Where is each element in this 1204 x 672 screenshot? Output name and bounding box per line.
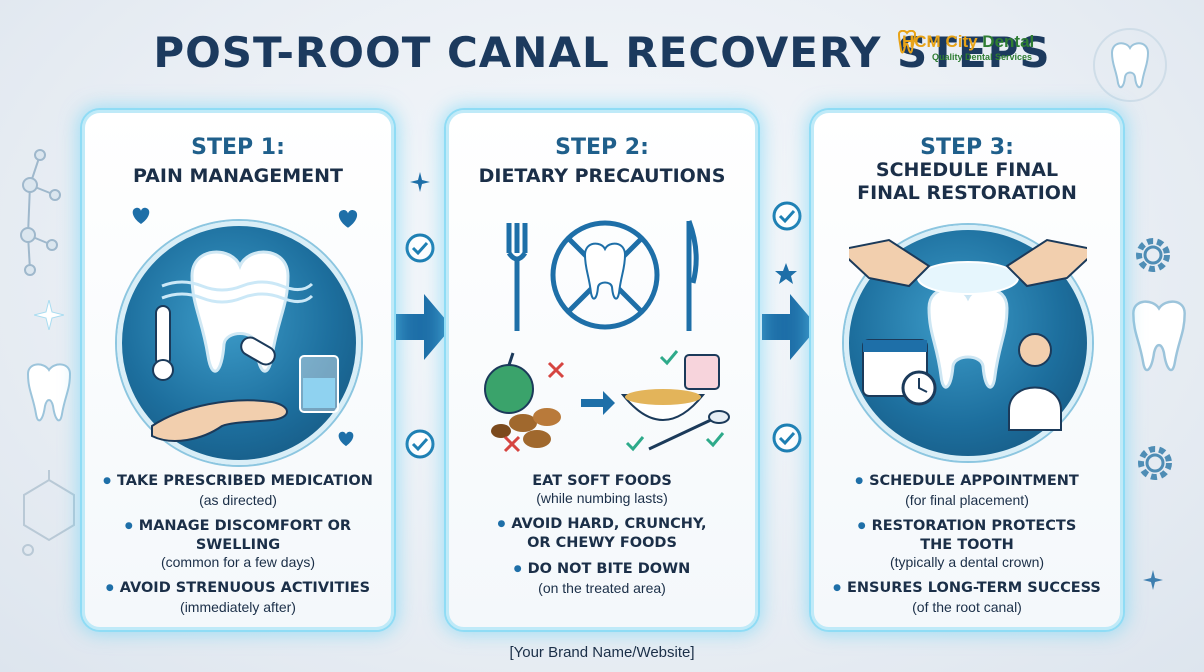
bullet-item: SCHEDULE APPOINTMENT (for final placemen…: [814, 473, 1120, 509]
bullet-item: AVOID STRENUOUS ACTIVITIES (immediately …: [85, 580, 391, 616]
pain-management-illustration: [117, 221, 361, 465]
step-card-2: STEP 2: DIETARY PRECAUTIONS EAT SOFT FOO…: [446, 110, 758, 630]
page-title: POST-ROOT CANAL RECOVERY STEPS: [153, 28, 1051, 77]
bullet-item: ENSURES LONG-TERM SUCCESS (of the root c…: [814, 580, 1120, 616]
heart-icon: [338, 209, 358, 228]
step-1-bullets: TAKE PRESCRIBED MEDICATION (as directed)…: [85, 473, 391, 625]
bullet-item: AVOID HARD, CRUNCHY, OR CHEWY FOODS: [449, 516, 755, 552]
step-card-1: STEP 1: PAIN MANAGEMENT TAKE PRESCRIBED …: [82, 110, 394, 630]
check-badge-icon: [772, 201, 802, 231]
bullet-item: RESTORATION PROTECTS THE TOOTH (typicall…: [814, 518, 1120, 571]
step-number: STEP 3:: [920, 135, 1014, 160]
brand-logo: HCM City Dental Quality Dental Services: [897, 30, 1082, 70]
bullet-item: DO NOT BITE DOWN (on the treated area): [449, 561, 755, 597]
step-2-bullets: EAT SOFT FOODS (while numbing lasts) AVO…: [449, 473, 755, 606]
next-step-arrow-icon: [762, 294, 818, 360]
tooth-decoration-icon: [26, 363, 72, 422]
no-biting-tooth-icon: [506, 220, 699, 331]
step-number: STEP 2:: [555, 135, 649, 160]
step-title: PAIN MANAGEMENT: [132, 165, 343, 187]
sparkle-icon: [34, 300, 64, 330]
bullet-item: EAT SOFT FOODS (while numbing lasts): [532, 473, 672, 506]
bullet-item: MANAGE DISCOMFORT OR SWELLING (common fo…: [85, 518, 391, 571]
step-3-bullets: SCHEDULE APPOINTMENT (for final placemen…: [814, 473, 1120, 625]
step-title: DIETARY PRECAUTIONS: [478, 165, 726, 187]
check-badge-icon: [405, 233, 435, 263]
gear-icon: [1136, 238, 1170, 272]
check-badge-icon: [405, 429, 435, 459]
tooth-pain-relief-icon: [151, 250, 339, 442]
step-card-3: STEP 3: SCHEDULE FINAL FINAL RESTORATION…: [811, 110, 1123, 630]
dental-crown-placement-icon: [836, 238, 1100, 431]
sparkle-small-icon: [1143, 570, 1163, 590]
brand-tagline: Quality Dental Services: [932, 52, 1033, 62]
tooth-decoration-right-icon: [1132, 300, 1186, 372]
brand-name-dental: Dental: [977, 32, 1035, 51]
molecule-decoration-icon: [20, 149, 61, 276]
brand-name-city: HCM City: [902, 32, 978, 51]
heart-icon: [132, 207, 150, 224]
bullet-item: TAKE PRESCRIBED MEDICATION (as directed): [85, 473, 391, 509]
sparkle-icon: [410, 172, 430, 192]
soft-foods-illustration: [484, 350, 730, 453]
gear-small-icon: [1138, 446, 1172, 480]
check-badge-icon: [772, 423, 802, 453]
footer-brand-text: [Your Brand Name/Website]: [509, 644, 695, 661]
tooth-outline-decoration-icon: [1093, 28, 1167, 102]
restoration-illustration: [836, 225, 1100, 461]
step-number: STEP 1:: [191, 135, 285, 160]
hexagon-decoration-icon: [22, 470, 75, 556]
next-step-arrow-icon: [396, 294, 452, 360]
star-icon: [775, 263, 797, 284]
heart-icon: [338, 431, 354, 447]
step-title: SCHEDULE FINAL FINAL RESTORATION: [857, 159, 1077, 204]
brand-tooth-icon: [897, 30, 917, 54]
